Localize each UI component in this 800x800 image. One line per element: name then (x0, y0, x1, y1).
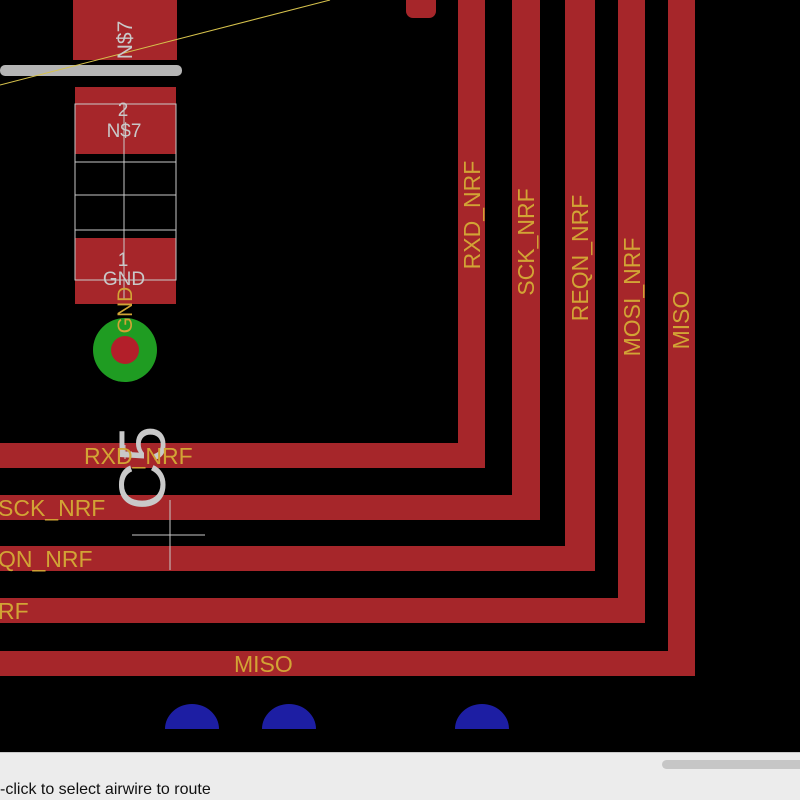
trace-miso-horizontal[interactable] (0, 651, 695, 676)
c5-silk-outline (74, 103, 177, 281)
via-net-label: GND (114, 287, 137, 334)
label-rxd-nrf-vertical: RXD_NRF (459, 161, 485, 270)
trace-rxd-nrf-horizontal[interactable] (0, 443, 485, 468)
trace-mosi-nrf-vertical[interactable] (618, 0, 645, 623)
upper-pad[interactable] (73, 0, 177, 60)
bottom-pad[interactable] (165, 704, 219, 729)
component-name-c5: C5 (105, 426, 179, 510)
trace-mosi-nrf-horizontal[interactable] (0, 598, 645, 623)
airwire[interactable] (0, 0, 331, 86)
horizontal-scrollbar[interactable] (662, 760, 800, 769)
label-sck-nrf-horizontal: SCK_NRF (0, 495, 105, 521)
bottom-pad[interactable] (455, 704, 509, 729)
label-sck-nrf-vertical: SCK_NRF (513, 188, 539, 295)
label-reqn-nrf-vertical: REQN_NRF (567, 195, 593, 322)
label-rxd-nrf-horizontal: RXD_NRF (84, 443, 193, 469)
trace-reqn-nrf-horizontal[interactable] (0, 546, 595, 571)
c5-pad-2-net: N$7 (107, 121, 142, 142)
ic-pad-stub[interactable] (406, 0, 436, 18)
trace-sck-nrf-horizontal[interactable] (0, 495, 540, 520)
upper-pad-net: N$7 (114, 21, 137, 60)
c5-pad-2-number: 2 (118, 100, 129, 121)
via-drill (111, 336, 139, 364)
status-bar: -click to select airwire to route (0, 752, 800, 800)
bottom-pad[interactable] (262, 704, 316, 729)
c5-pad-1[interactable] (75, 238, 176, 304)
label-miso-horizontal: MISO (234, 651, 293, 677)
label-mosi-nrf-vertical: MOSI_NRF (619, 238, 645, 357)
silk-bar (0, 65, 182, 76)
pcb-layout[interactable]: 2 N$7 1 GND N$7 GND C5 RXD_NRF SCK_NRF R… (0, 0, 800, 752)
status-message: -click to select airwire to route (0, 781, 211, 798)
label-reqn-nrf-horizontal: QN_NRF (0, 546, 93, 572)
c5-pad-1-net: GND (103, 269, 145, 290)
label-miso-vertical: MISO (668, 291, 694, 350)
c5-pad-1-number: 1 (118, 250, 129, 271)
board-canvas[interactable]: 2 N$7 1 GND N$7 GND C5 RXD_NRF SCK_NRF R… (0, 0, 800, 752)
c5-pad-2[interactable] (75, 87, 176, 154)
trace-miso-vertical[interactable] (668, 0, 695, 676)
trace-sck-nrf-vertical[interactable] (512, 0, 540, 520)
trace-rxd-nrf-vertical[interactable] (458, 0, 485, 468)
label-mosi-nrf-horizontal: RF (0, 598, 29, 624)
trace-reqn-nrf-vertical[interactable] (565, 0, 595, 571)
